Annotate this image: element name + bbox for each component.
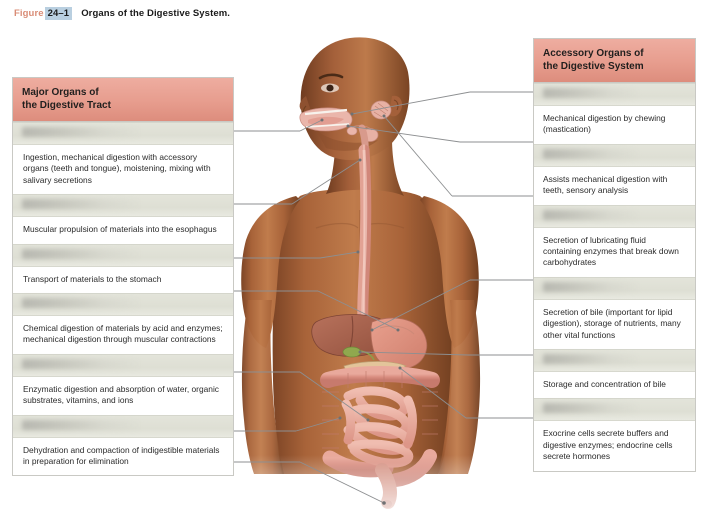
organ-label-band <box>13 194 233 218</box>
bile-duct <box>359 350 375 361</box>
organ-description: Chemical digestion of materials by acid … <box>13 316 233 354</box>
organ-label-band <box>13 243 233 267</box>
redacted-organ-label <box>22 419 140 430</box>
redacted-organ-label <box>543 403 639 414</box>
sigmoid-colon <box>389 449 437 487</box>
major-organs-header-line1: Major Organs of <box>22 87 99 98</box>
organ-group-head <box>299 100 392 168</box>
organ-description: Ingestion, mechanical digestion with acc… <box>13 145 233 195</box>
figure-number: 24–1 <box>44 7 73 20</box>
redacted-organ-label <box>22 248 140 259</box>
small-intestine <box>341 386 417 468</box>
organ-description: Dehydration and compaction of indigestib… <box>13 437 233 476</box>
accessory-organs-panel-header: Accessory Organs of the Digestive System <box>534 39 695 83</box>
organ-label-band <box>534 83 695 106</box>
pancreas <box>343 361 407 373</box>
stomach <box>370 317 428 370</box>
organ-label-band <box>13 414 233 438</box>
leader-endpoints <box>320 112 402 505</box>
gallbladder <box>342 346 362 358</box>
sublingual-salivary-gland <box>346 126 358 136</box>
pharynx <box>358 124 369 168</box>
tongue <box>308 116 344 126</box>
organ-label-band <box>13 353 233 377</box>
organ-label-band <box>534 276 695 300</box>
organ-description: Secretion of bile (important for lipid d… <box>534 299 695 350</box>
parotid-salivary-gland <box>370 100 392 120</box>
oral-cavity <box>299 107 353 132</box>
liver <box>311 314 392 357</box>
organ-description: Mechanical digestion by chewing (mastica… <box>534 106 695 144</box>
organ-description: Transport of materials to the stomach <box>13 266 233 294</box>
accessory-organs-header-line1: Accessory Organs of <box>543 48 644 59</box>
redacted-organ-label <box>543 281 639 292</box>
redacted-organ-label <box>543 209 639 220</box>
organ-label-band <box>13 122 233 145</box>
redacted-organ-label <box>22 199 140 210</box>
salivary-duct <box>351 125 373 131</box>
redacted-organ-label <box>543 354 639 365</box>
organ-label-band <box>534 143 695 167</box>
major-organs-panel: Major Organs of the Digestive Tract Inge… <box>12 77 234 477</box>
rectum <box>375 463 397 509</box>
organ-group-abdomen <box>311 314 440 509</box>
anus <box>382 500 392 508</box>
organ-label-band <box>534 349 695 373</box>
organ-description: Assists mechanical digestion with teeth,… <box>534 166 695 205</box>
accessory-organs-header-line2: the Digestive System <box>543 61 644 72</box>
organ-label-band <box>534 204 695 228</box>
organ-description: Exocrine cells secrete buffers and diges… <box>534 421 695 471</box>
organ-label-band <box>13 293 233 317</box>
redacted-organ-label <box>22 127 140 137</box>
organ-label-band <box>534 398 695 422</box>
transverse-colon <box>320 366 440 388</box>
esophagus <box>357 144 372 328</box>
organ-description: Enzymatic digestion and absorption of wa… <box>13 376 233 415</box>
redacted-organ-label <box>543 88 639 98</box>
organ-description: Secretion of lubricating fluid containin… <box>534 227 695 277</box>
redacted-organ-label <box>22 358 140 369</box>
submandibular-salivary-gland <box>361 128 379 142</box>
figure-title: Organs of the Digestive System. <box>81 8 230 19</box>
figure-label-word: Figure <box>14 8 44 19</box>
organ-description: Storage and concentration of bile <box>534 372 695 399</box>
cecum-region <box>322 450 394 478</box>
redacted-organ-label <box>543 148 639 159</box>
redacted-organ-label <box>22 298 140 309</box>
major-organs-panel-header: Major Organs of the Digestive Tract <box>13 78 233 122</box>
accessory-organs-panel: Accessory Organs of the Digestive System… <box>533 38 696 472</box>
major-organs-header-line2: the Digestive Tract <box>22 100 111 111</box>
teeth <box>304 108 348 116</box>
leader-lines <box>234 91 533 504</box>
body-figure <box>241 37 481 474</box>
organ-description: Muscular propulsion of materials into th… <box>13 217 233 244</box>
